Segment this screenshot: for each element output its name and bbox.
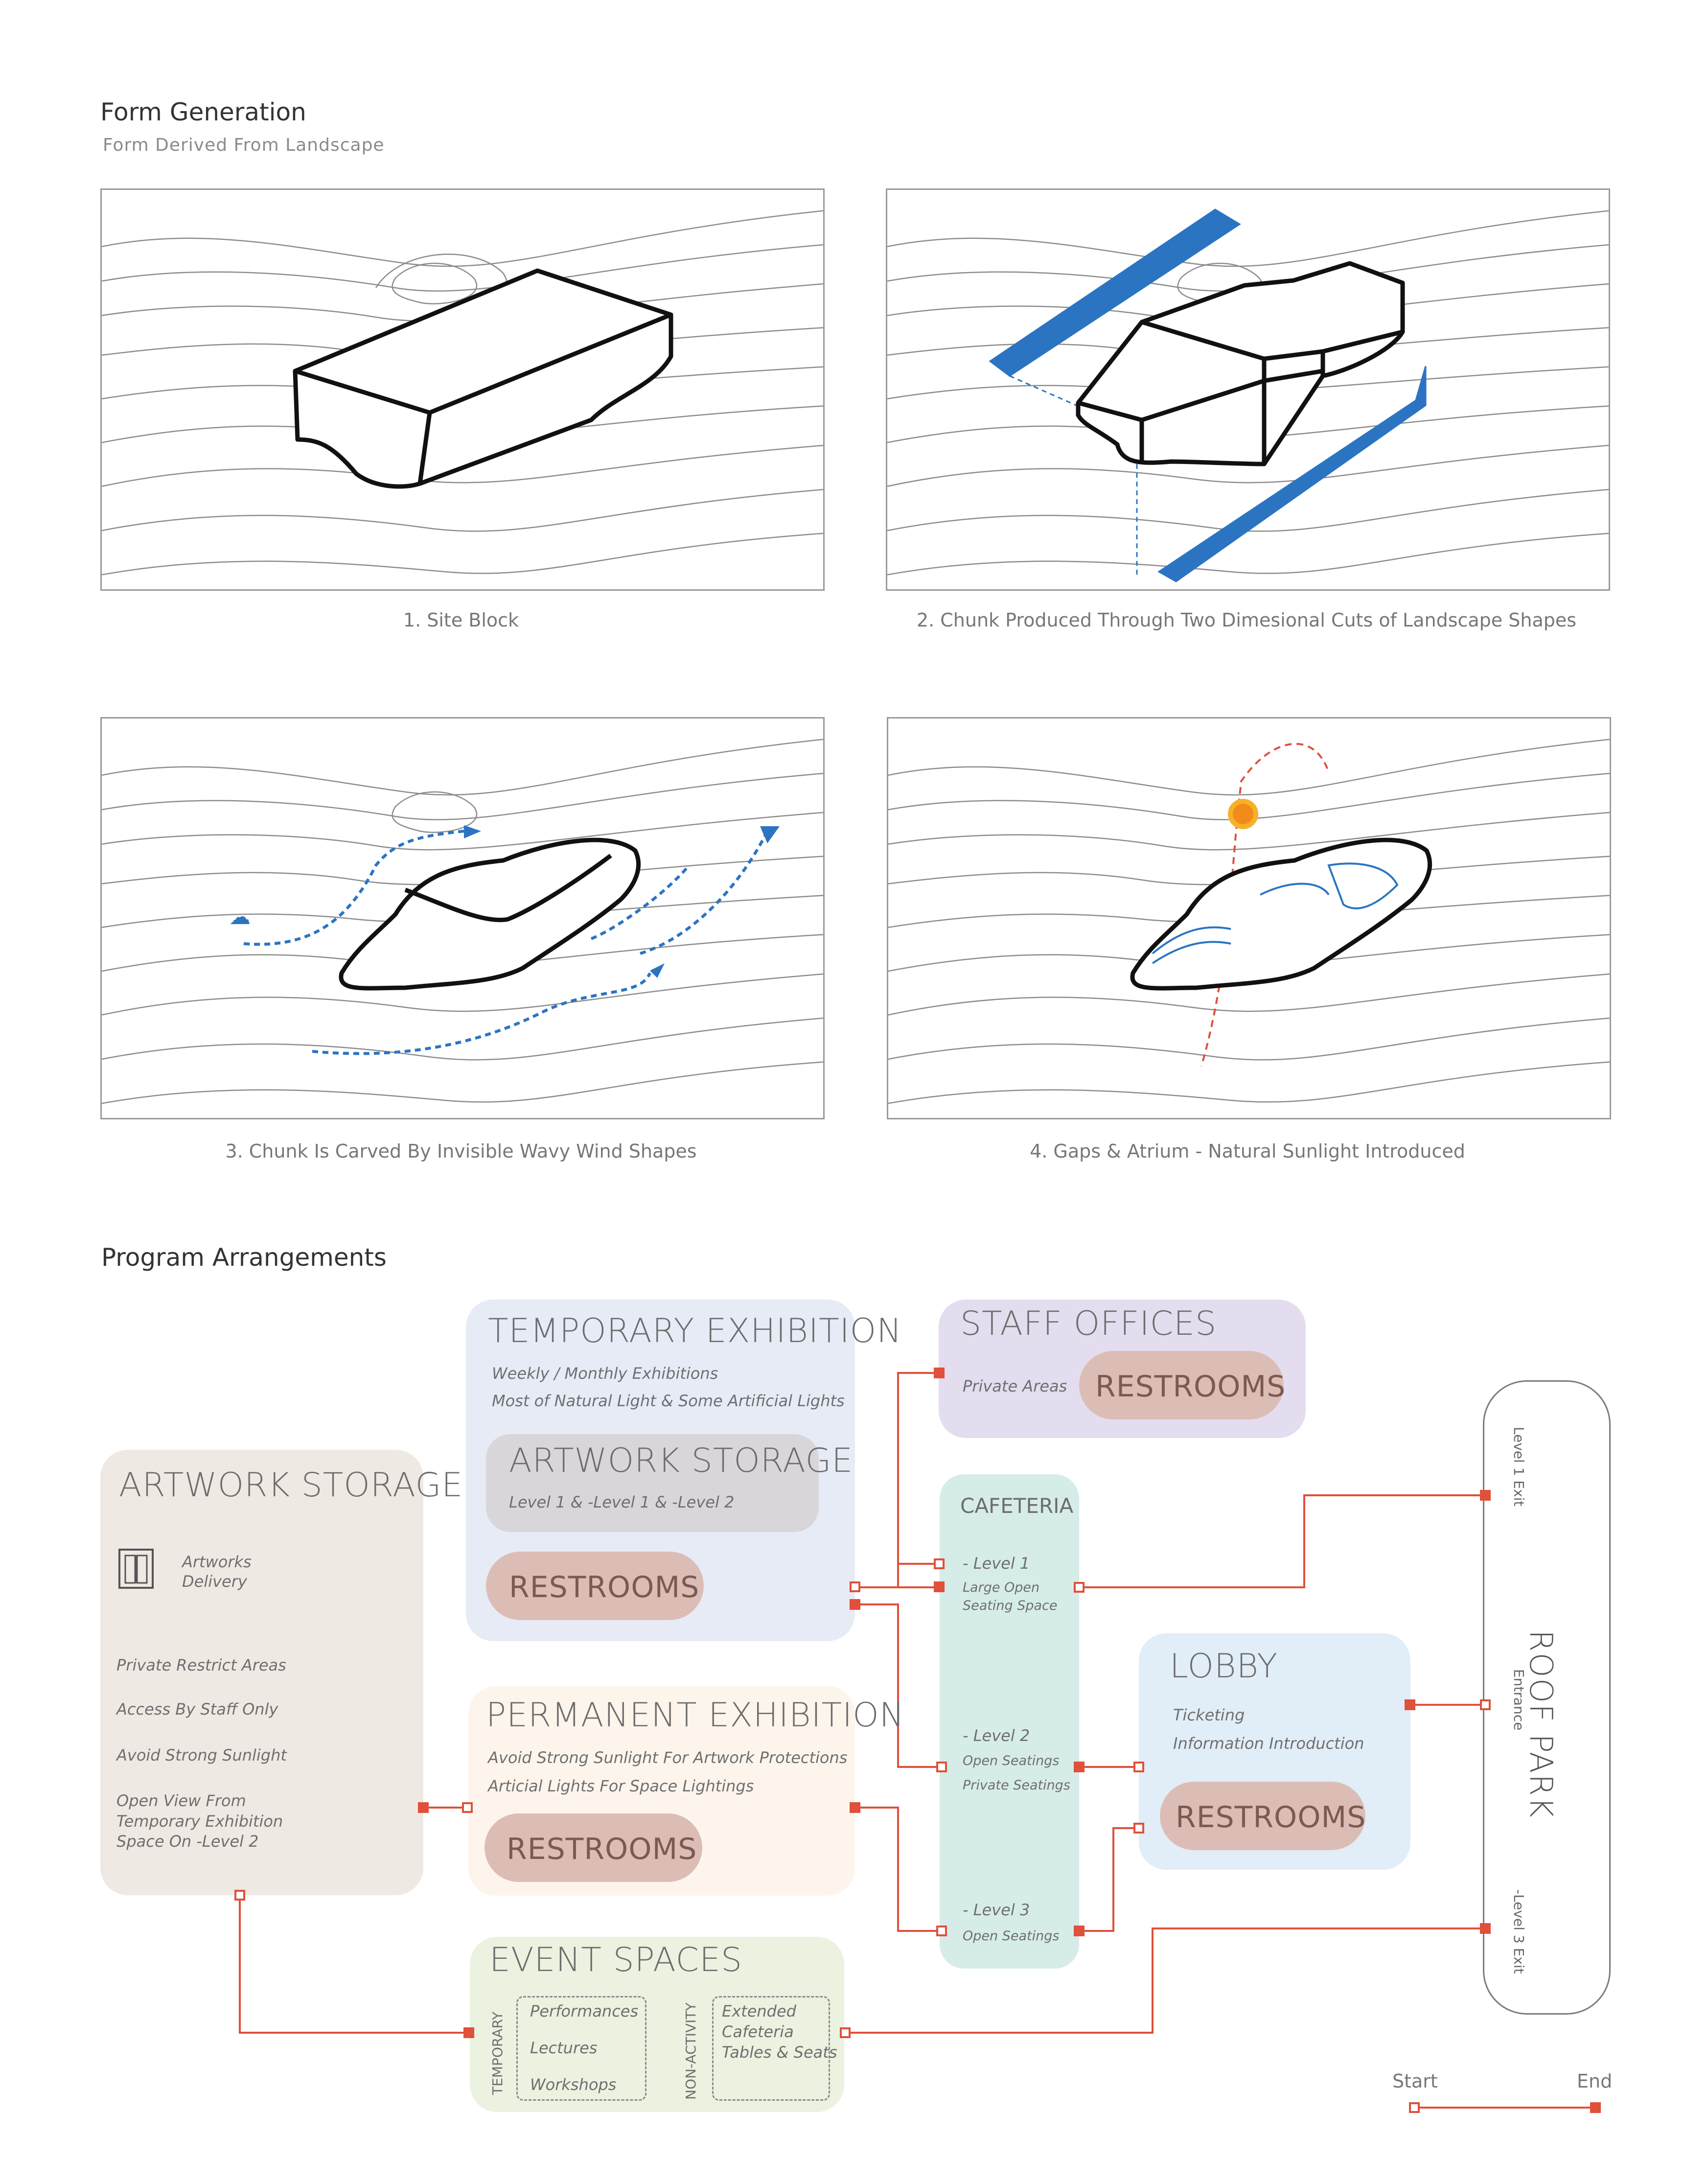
lobby-line-1: Ticketing xyxy=(1173,1706,1245,1724)
cafe-level2-desc2: Private Seatings xyxy=(963,1778,1070,1793)
storage-note-1: Private Restrict Areas xyxy=(116,1656,286,1674)
permanent-exhibition-title: PERMANENT EXHIBITION xyxy=(486,1696,905,1735)
site-block-drawing xyxy=(102,210,823,576)
artwork-delivery-line-2: Delivery xyxy=(182,1572,247,1591)
temporary-exhibition-line-1: Weekly / Monthly Exhibitions xyxy=(492,1364,718,1383)
storage-note-2: Access By Staff Only xyxy=(116,1700,278,1718)
caption-4: 4. Gaps & Atrium - Natural Sunlight Intr… xyxy=(1030,1140,1465,1162)
roof-level1-exit: Level 1 Exit xyxy=(1511,1427,1527,1507)
lobby-line-2: Information Introduction xyxy=(1173,1734,1364,1753)
artwork-storage-box xyxy=(100,1450,423,1895)
event-nonactivity-label: NON-ACTIVITY xyxy=(683,2002,699,2100)
staff-offices-private: Private Areas xyxy=(963,1377,1067,1395)
artwork-storage-title: ARTWORK STORAGE xyxy=(119,1466,463,1505)
form-generation-subtitle: Form Derived From Landscape xyxy=(103,135,385,155)
chunk-cut-drawing xyxy=(887,209,1609,582)
chunk-cut-panel xyxy=(886,188,1610,591)
lobby-title: LOBBY xyxy=(1170,1647,1278,1686)
legend-start: Start xyxy=(1392,2070,1438,2092)
cafe-level3: - Level 3 xyxy=(963,1901,1030,1919)
storage-note-5: Temporary Exhibition xyxy=(116,1812,283,1831)
event-temporary-label: TEMPORARY xyxy=(489,2011,506,2095)
artwork-delivery-line-1: Artworks xyxy=(182,1553,252,1571)
permanent-restrooms-label: RESTROOMS xyxy=(507,1832,697,1866)
caption-1: 1. Site Block xyxy=(403,609,519,631)
atrium-panel xyxy=(887,717,1611,1119)
staff-restrooms-label: RESTROOMS xyxy=(1095,1370,1286,1404)
cafeteria-box xyxy=(940,1474,1079,1969)
legend-end: End xyxy=(1577,2070,1613,2092)
temporary-exhibition-title: TEMPORARY EXHIBITION xyxy=(488,1312,902,1350)
permanent-line-1: Avoid Strong Sunlight For Artwork Protec… xyxy=(488,1748,848,1767)
permanent-restrooms-pill xyxy=(485,1813,702,1882)
cafeteria-title: CAFETERIA xyxy=(960,1494,1074,1518)
roof-park-box xyxy=(1483,1380,1611,2015)
lobby-restrooms-pill xyxy=(1160,1782,1365,1850)
event-non-item-3: Tables & Seats xyxy=(722,2043,837,2062)
event-temp-item-1: Performances xyxy=(530,2002,639,2020)
storage-note-3: Avoid Strong Sunlight xyxy=(116,1746,287,1764)
roof-level3-exit: -Level 3 Exit xyxy=(1511,1889,1527,1974)
caption-2: 2. Chunk Produced Through Two Dimesional… xyxy=(916,609,1577,631)
event-spaces-title: EVENT SPACES xyxy=(489,1941,743,1979)
roof-park-title: ROOF PARK xyxy=(1523,1630,1559,1819)
event-nonactivity-group xyxy=(712,1996,830,2101)
event-temporary-group xyxy=(516,1996,646,2101)
cafe-level1-desc1: Large Open xyxy=(963,1580,1040,1595)
event-temp-item-2: Lectures xyxy=(530,2039,598,2057)
temp-artwork-storage-box xyxy=(486,1434,819,1532)
temp-artwork-storage-levels: Level 1 & -Level 1 & -Level 2 xyxy=(509,1493,735,1511)
event-non-item-1: Extended xyxy=(722,2002,796,2020)
cafe-level2: - Level 2 xyxy=(963,1726,1030,1745)
event-spaces-box xyxy=(470,1937,844,2112)
temp-restrooms-pill xyxy=(486,1552,704,1620)
form-generation-title: Form Generation xyxy=(100,98,306,126)
svg-text:☁: ☁ xyxy=(229,905,251,929)
program-arrangements-title: Program Arrangements xyxy=(101,1243,387,1272)
atrium-drawing xyxy=(888,739,1610,1104)
storage-note-6: Space On -Level 2 xyxy=(116,1832,259,1851)
cafe-level1: - Level 1 xyxy=(963,1554,1030,1573)
cafe-level2-desc1: Open Seatings xyxy=(963,1753,1060,1768)
staff-offices-title: STAFF OFFICES xyxy=(960,1304,1217,1343)
lobby-restrooms-label: RESTROOMS xyxy=(1176,1800,1366,1834)
event-non-item-2: Cafeteria xyxy=(722,2022,794,2041)
wind-carve-drawing: ☁ xyxy=(102,739,823,1104)
site-block-panel xyxy=(100,188,825,591)
elevator-icon xyxy=(116,1547,156,1591)
roof-entrance: Entrance xyxy=(1511,1669,1527,1731)
staff-restrooms-pill xyxy=(1079,1351,1284,1419)
event-temp-item-3: Workshops xyxy=(530,2075,617,2094)
temporary-exhibition-line-2: Most of Natural Light & Some Artificial … xyxy=(492,1392,845,1410)
caption-3: 3. Chunk Is Carved By Invisible Wavy Win… xyxy=(225,1140,697,1162)
temp-restrooms-label: RESTROOMS xyxy=(509,1570,700,1604)
wind-carve-panel: ☁ xyxy=(100,717,825,1119)
cafe-level1-desc2: Seating Space xyxy=(963,1598,1058,1613)
storage-note-4: Open View From xyxy=(116,1791,246,1810)
cafe-level3-desc1: Open Seatings xyxy=(963,1928,1060,1944)
temp-artwork-storage-title: ARTWORK STORAGE xyxy=(509,1441,854,1480)
permanent-line-2: Articial Lights For Space Lightings xyxy=(488,1777,754,1795)
